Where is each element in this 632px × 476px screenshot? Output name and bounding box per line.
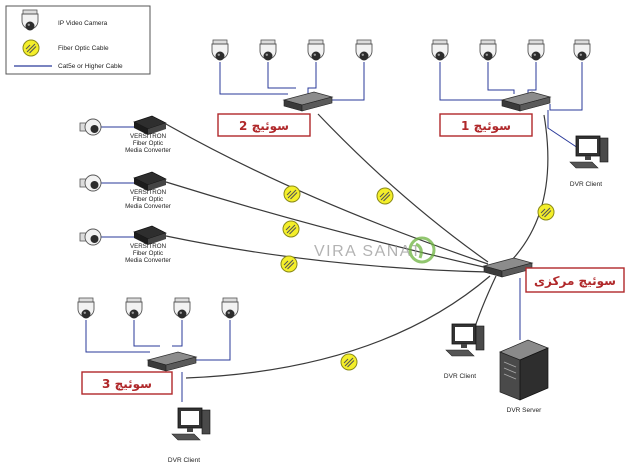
- dvr-client-center-icon: [445, 323, 485, 357]
- fiber-marker-switch1: [537, 203, 555, 221]
- legend-fiber-label: Fiber Optic Cable: [58, 45, 109, 52]
- camera-icon: [355, 39, 373, 61]
- camera-icon: [77, 297, 95, 319]
- converter3-line3: Media Converter: [125, 257, 171, 264]
- dvr-client-right-label: DVR Client: [570, 181, 602, 188]
- camera-icon: [79, 118, 102, 136]
- switch2-icon: [283, 91, 333, 112]
- switch3-icon: [147, 351, 197, 372]
- dvr-server-label: DVR Server: [507, 407, 543, 414]
- legend-fiber-icon: [22, 39, 40, 57]
- switch1-label-frame: [439, 113, 533, 137]
- fiber-cable-converter2: [165, 181, 489, 269]
- fiber-cable-converter3: [165, 235, 489, 273]
- fiber-marker-converter2: [282, 220, 300, 238]
- fiber-cable-switch3: [185, 275, 491, 379]
- legend-camera-label: IP Video Camera: [58, 20, 108, 27]
- cameras-switch2: [211, 39, 373, 61]
- watermark-text: VIRA SANAT: [314, 243, 422, 260]
- converter2-line1: VERSITRON: [130, 189, 166, 196]
- switch2-label-frame: [217, 113, 311, 137]
- camera-icon: [125, 297, 143, 319]
- switch-labels: سوئیچ 2 سوئیچ 1 سوئیچ 3 سوئیچ مرکزی: [81, 113, 625, 395]
- fiber-marker-converter1: [283, 185, 301, 203]
- switch1-icon: [501, 91, 551, 112]
- fiber-cable-switch1: [509, 114, 549, 263]
- converter1-line3: Media Converter: [125, 147, 171, 154]
- fiber-cables: [165, 113, 549, 379]
- legend-cat5-label: Cat5e or Higher Cable: [58, 63, 123, 70]
- fiber-marker-converter3: [280, 255, 298, 273]
- camera-icon: [173, 297, 191, 319]
- fiber-markers: [280, 185, 555, 371]
- fiber-cable-converter1: [165, 123, 489, 265]
- converter1-line1: VERSITRON: [130, 133, 166, 140]
- dvr-client-right-icon: [569, 135, 609, 169]
- central-switch-icon: [483, 257, 533, 278]
- dvr-client-bottom-label: DVR Client: [168, 457, 200, 464]
- camera-icon: [431, 39, 449, 61]
- dvr-server-icon: [499, 339, 549, 401]
- camera-icon: [527, 39, 545, 61]
- converter3-line1: VERSITRON: [130, 243, 166, 250]
- camera-icon: [479, 39, 497, 61]
- dvr-client-bottom-icon: [171, 407, 211, 441]
- switch1-label: سوئیچ 1: [461, 119, 511, 134]
- converter3-line2: Fiber Optic: [133, 250, 163, 257]
- cameras-switch3: [77, 297, 239, 319]
- switch2-label: سوئیچ 2: [239, 119, 289, 134]
- central-switch-label-frame: [525, 267, 625, 293]
- cat5-cables: [85, 62, 583, 402]
- central-switch-label: سوئیچ مرکزی: [534, 274, 616, 289]
- converter-labels: VERSITRON Fiber Optic Media Converter VE…: [125, 133, 171, 264]
- camera-icon: [307, 39, 325, 61]
- cameras-switch1: [431, 39, 591, 61]
- camera-icon: [211, 39, 229, 61]
- camera-icon: [79, 174, 102, 192]
- fiber-marker-switch3: [340, 353, 358, 371]
- cameras-converters: [79, 118, 102, 246]
- camera-icon: [259, 39, 277, 61]
- camera-icon: [79, 228, 102, 246]
- switch3-label: سوئیچ 3: [102, 377, 152, 392]
- watermark-logo-icon: [408, 236, 436, 264]
- converter2-line3: Media Converter: [125, 203, 171, 210]
- fiber-marker-switch2: [376, 187, 394, 205]
- camera-icon: [221, 297, 239, 319]
- watermark: VIRA SANAT: [314, 236, 436, 264]
- switch3-label-frame: [81, 371, 173, 395]
- camera-icon: [573, 39, 591, 61]
- converter1-line2: Fiber Optic: [133, 140, 163, 147]
- converter2-line2: Fiber Optic: [133, 196, 163, 203]
- legend: IP Video Camera Fiber Optic Cable Cat5e …: [5, 5, 151, 75]
- fiber-cable-switch2: [317, 113, 489, 263]
- dvr-client-center-label: DVR Client: [444, 373, 476, 380]
